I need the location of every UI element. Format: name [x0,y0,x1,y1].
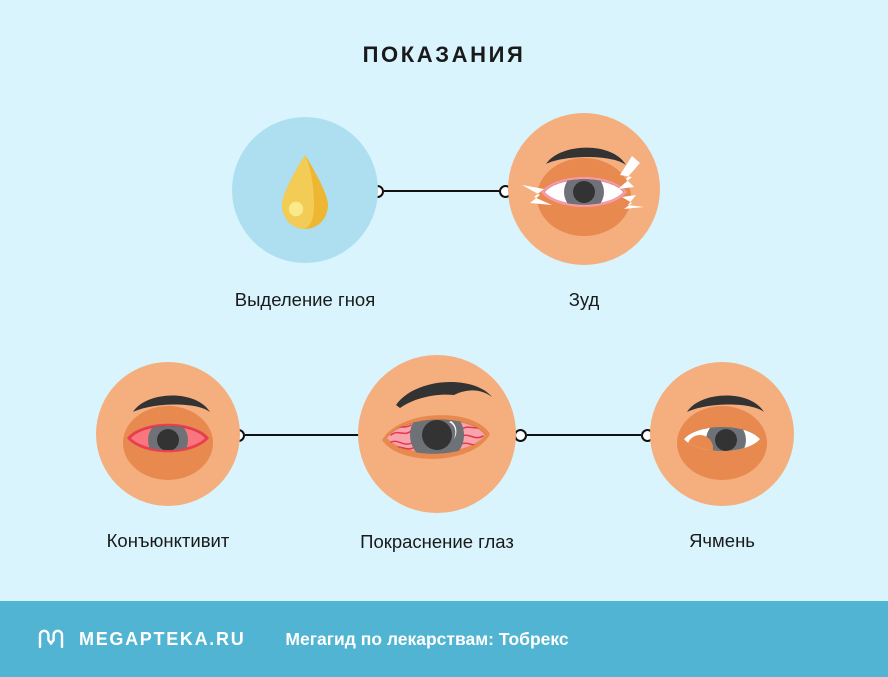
connector-conjunctivitis-to-redness [232,426,375,444]
megapteka-m-logo-icon [38,629,64,649]
footer-brand-name: MEGAPTEKA.RU [79,628,246,649]
conjunctivitis-eye-icon [123,395,213,480]
symptom-icon-circle-stye [650,362,794,506]
symptom-label-conjunctivitis: Конъюнктивит [106,530,230,551]
symptom-icon-circle-redness [358,355,516,513]
connector-line [527,433,641,437]
symptom-label-discharge: Выделение гноя [234,289,376,310]
connector-line [384,189,499,193]
stye-eye-icon [677,395,767,480]
symptom-item-redness: Покраснение глаз [358,355,516,552]
symptom-label-redness: Покраснение глаз [360,531,514,552]
footer-bar: MEGAPTEKA.RU Мегагид по лекарствам: Тобр… [0,601,888,677]
connector-redness-to-stye [514,426,654,444]
symptom-label-stye: Ячмень [689,530,755,551]
footer-tagline: Мегагид по лекарствам: Тобрекс [285,628,569,649]
symptom-item-discharge: Выделение гноя [232,117,378,310]
symptom-icon-circle-itching [508,113,660,265]
symptom-icon-circle-discharge [232,117,378,263]
red-eye-icon [382,382,492,459]
symptom-item-conjunctivitis: Конъюнктивит [96,362,240,551]
connector-discharge-to-itching [371,182,512,200]
symptom-item-itching: Зуд [508,113,660,310]
itchy-eye-icon [522,147,644,236]
connector-line [245,433,362,437]
pus-droplet-icon [282,155,328,229]
page-title: ПОКАЗАНИЯ [362,42,526,67]
symptom-item-stye: Ячмень [650,362,794,551]
symptom-label-itching: Зуд [568,289,600,310]
symptom-icon-circle-conjunctivitis [96,362,240,506]
